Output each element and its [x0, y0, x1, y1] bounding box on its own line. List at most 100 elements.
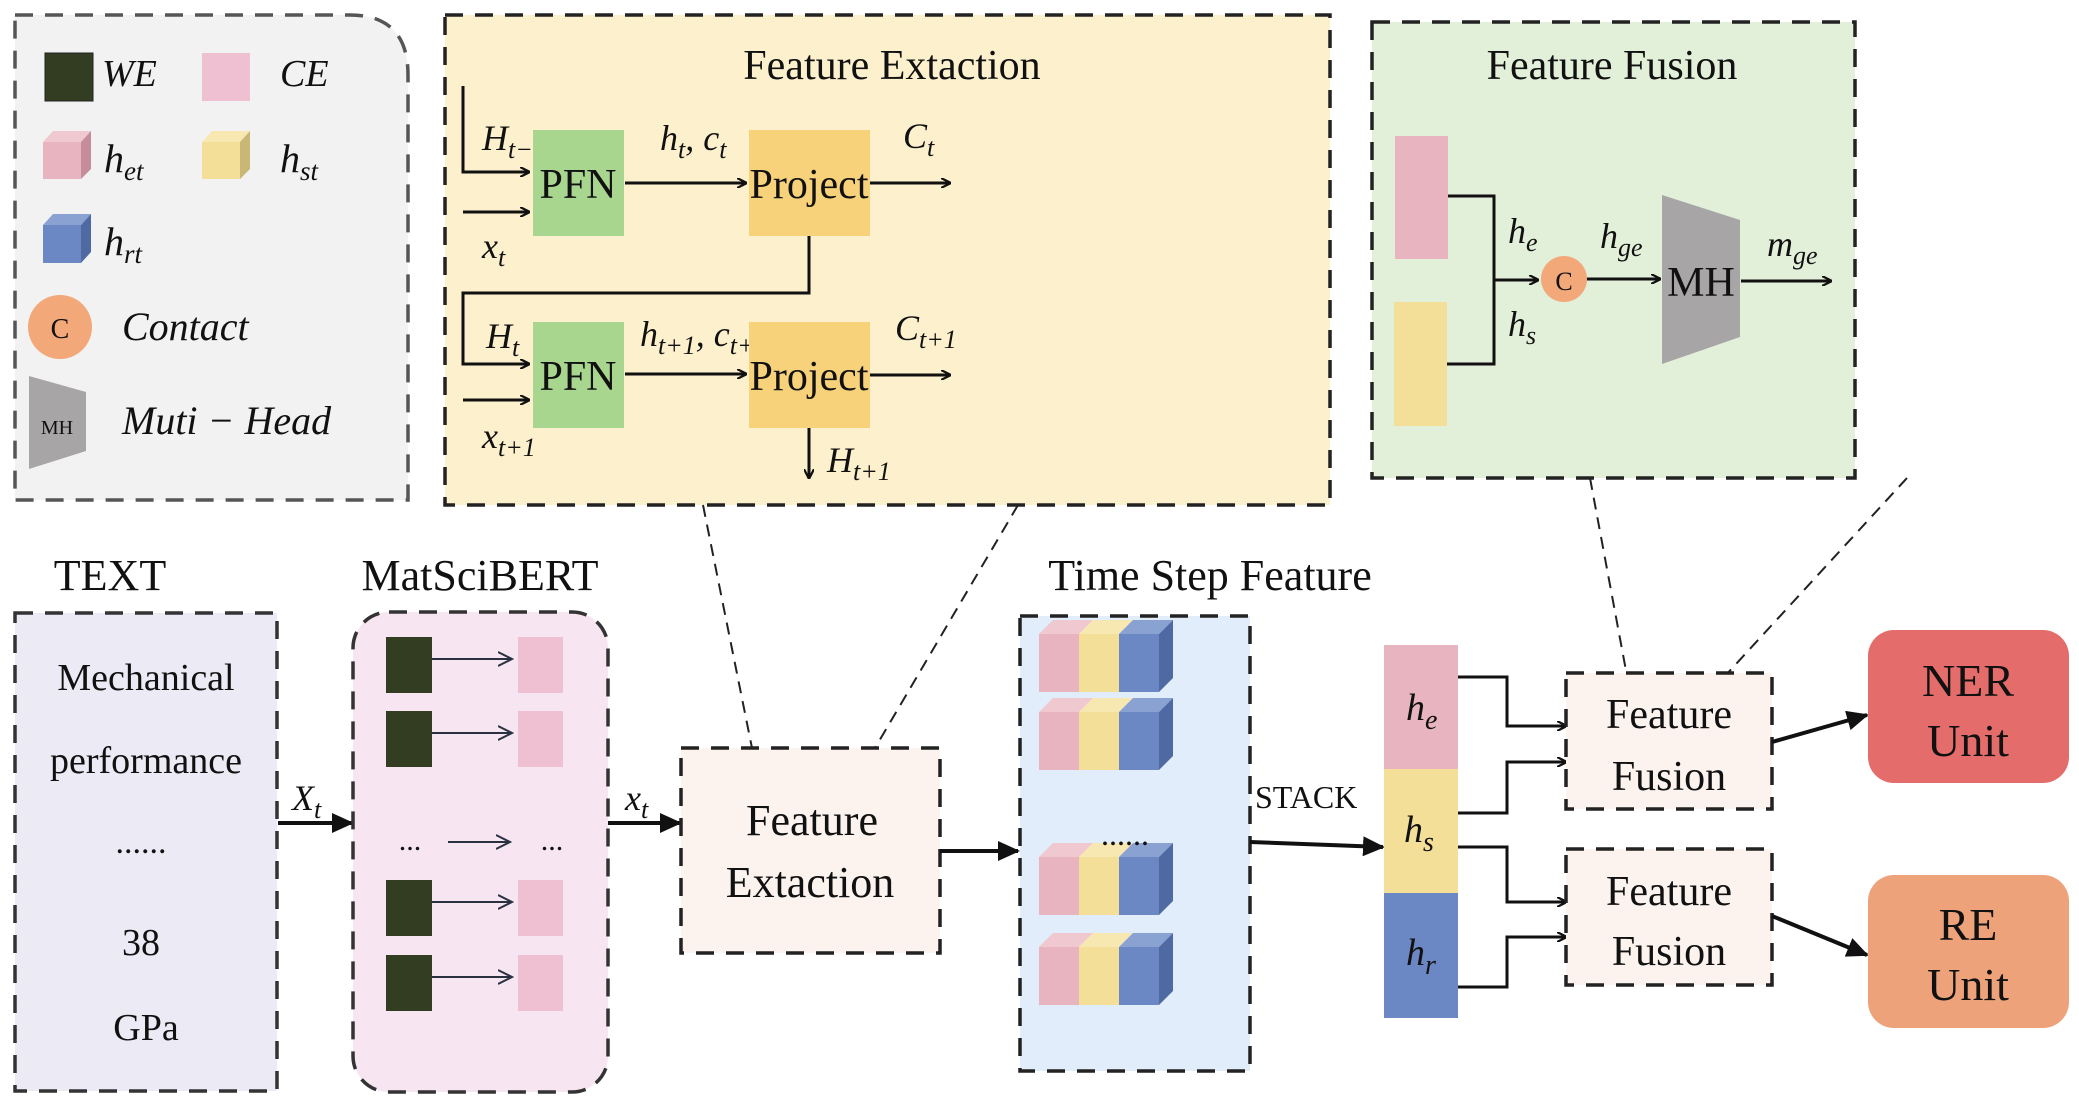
feature-extraction-box-line1: Feature: [746, 796, 878, 845]
cube-top: [1039, 933, 1093, 947]
project-label-2: Project: [750, 354, 869, 400]
cube-side: [1159, 698, 1173, 770]
cube-top: [1079, 933, 1133, 947]
feature-fusion-border: [1370, 20, 1857, 480]
callout-line-fe-left: [702, 504, 753, 749]
bert-title: MatSciBERT: [362, 551, 599, 600]
text-token-1: performance: [50, 740, 242, 782]
word-embedding-swatch: [44, 52, 94, 102]
stack-segment-hs: [1384, 769, 1458, 893]
label-x-t: xt: [481, 226, 506, 272]
word-embedding-block: [386, 637, 432, 693]
label-c-t-plus-1: Ct+1: [895, 308, 957, 354]
concat-circle: [1541, 256, 1587, 302]
cube-face: [1119, 634, 1159, 692]
concat-glyph-fusion: C: [1555, 267, 1572, 296]
label-hge: hge: [1600, 216, 1643, 262]
re-unit-line1: RE: [1939, 899, 1998, 950]
fusion-box-ner-line1: Feature: [1606, 692, 1732, 738]
label-he-fusion: he: [1508, 211, 1538, 257]
legend-panel: WE CE het hst hrt C Contact MH Muti − He…: [13, 13, 410, 502]
cube-top: [1079, 843, 1133, 857]
time-step-cube-row: [1039, 698, 1173, 770]
timestep-title: Time Step Feature: [1048, 551, 1371, 600]
cube-top: [1039, 843, 1093, 857]
label-h-t-plus-1: Ht+1: [826, 440, 891, 486]
cube-side: [1159, 843, 1173, 915]
cube-top: [1119, 933, 1173, 947]
stack-label-hs: hs: [1404, 809, 1434, 858]
cube-top: [1039, 620, 1093, 634]
word-embedding-block: [386, 955, 432, 1011]
word-embedding-block: [386, 880, 432, 936]
feature-extraction-title: Feature Extaction: [743, 43, 1040, 89]
cube-face: [1039, 947, 1079, 1005]
char-embedding-swatch: [202, 53, 250, 101]
pink-cube-icon: [43, 131, 91, 179]
text-title: TEXT: [54, 551, 167, 600]
cube-side: [1159, 620, 1173, 692]
ner-unit-line2: Unit: [1927, 715, 2009, 766]
shared-feature-bar: [1394, 302, 1447, 426]
stack-label-hr: hr: [1406, 932, 1436, 981]
feature-extraction-panel: Feature Extaction Ht−1 xt PFN ht, ct Pro…: [443, 13, 1332, 507]
ner-unit: [1868, 630, 2069, 783]
callout-line-ff-left: [1589, 477, 1628, 677]
char-embedding-block: [518, 955, 563, 1011]
yellow-cube-icon: [202, 131, 250, 179]
label-hs-fusion: hs: [1508, 304, 1536, 350]
label-mge: mge: [1767, 224, 1818, 270]
legend-label-het: het: [104, 136, 145, 186]
arrow-to-ner: [1771, 710, 1869, 744]
cube-top: [1079, 620, 1133, 634]
stack-segment-he: [1384, 645, 1458, 769]
project-block-1: [749, 130, 870, 236]
cube-top: [1119, 620, 1173, 634]
time-step-cube-row: [1039, 933, 1173, 1005]
label-x-t-plus-1: xt+1: [481, 416, 536, 462]
multi-head-block: [1662, 195, 1740, 364]
pfn-block-2: [533, 322, 624, 428]
char-embedding-block: [518, 711, 563, 767]
cube-face: [1079, 857, 1119, 915]
timestep-ellipsis: ......: [1101, 816, 1149, 852]
cube-face: [1119, 712, 1159, 770]
text-token-3: 38: [122, 922, 160, 964]
stack-label: STACK: [1255, 779, 1357, 815]
concat-glyph: C: [51, 314, 70, 345]
cube-top: [1119, 698, 1173, 712]
cube-face: [1039, 857, 1079, 915]
fusion-box-re-line1: Feature: [1606, 869, 1732, 915]
project-block-2: [749, 322, 870, 428]
label-X-t: Xt: [290, 778, 322, 824]
arrow-stack: [1249, 836, 1385, 857]
legend-label-hrt: hrt: [104, 219, 144, 269]
bert-row: [386, 711, 563, 767]
text-token-2: ......: [116, 824, 167, 861]
cube-top: [1079, 698, 1133, 712]
text-token-0: Mechanical: [57, 657, 234, 699]
re-unit: [1868, 875, 2069, 1028]
stack-segment-hr: [1384, 893, 1458, 1018]
legend-border: [13, 13, 410, 502]
connector-hs-to-fusion2: [1458, 845, 1566, 902]
cube-face: [1079, 634, 1119, 692]
fusion-box-ner: [1564, 671, 1774, 811]
char-embedding-block: [518, 880, 563, 936]
bert-row: [386, 637, 563, 693]
cube-side: [1159, 933, 1173, 1005]
legend-label-contact: Contact: [122, 304, 250, 349]
cube-top: [1039, 698, 1093, 712]
legend-label-hst: hst: [280, 136, 320, 186]
connector-hr-to-fusion2: [1458, 937, 1566, 989]
text-input-box: [13, 611, 279, 1093]
pfn-label-1: PFN: [539, 162, 616, 208]
fusion-box-re-line2: Fusion: [1612, 929, 1726, 975]
re-unit-line2: Unit: [1927, 959, 2009, 1010]
cube-face: [1119, 947, 1159, 1005]
cube-top: [1119, 843, 1173, 857]
cube-face: [1079, 712, 1119, 770]
label-x-t-pipeline: xt: [624, 778, 649, 824]
connector-he-to-fusion1: [1458, 675, 1566, 726]
concat-circle-icon: [28, 295, 92, 359]
